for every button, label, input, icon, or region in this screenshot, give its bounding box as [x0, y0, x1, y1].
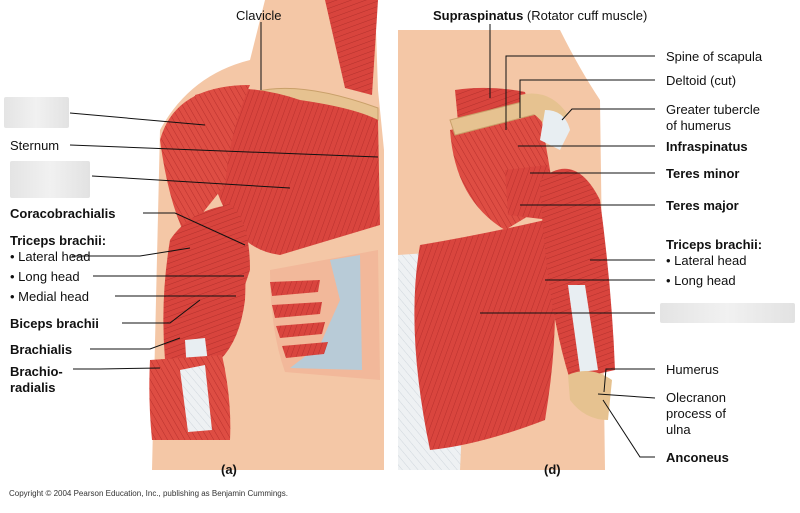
label-biceps: Biceps brachii	[10, 316, 99, 331]
label-spine-scapula: Spine of scapula	[666, 49, 763, 64]
label-teres-major: Teres major	[666, 198, 739, 213]
leader-sternum	[69, 144, 379, 158]
hidden-label-mask-2[interactable]	[10, 161, 90, 198]
label-lateral-head-right: • Lateral head	[666, 253, 747, 268]
leader-biceps	[122, 299, 201, 324]
serratus-bands	[270, 280, 328, 358]
label-teres-minor: Teres minor	[666, 166, 740, 181]
forearm-fascia	[180, 365, 212, 432]
label-anconeus: Anconeus	[666, 450, 729, 465]
panel-label-anterior: (a)	[221, 462, 237, 477]
label-olecranon-1: Olecranon	[666, 390, 726, 405]
label-brachialis: Brachialis	[10, 342, 73, 357]
leader-anconeus	[602, 399, 655, 458]
panel-label-posterior: (d)	[544, 462, 561, 477]
leader-pec-upper	[69, 112, 206, 126]
label-greater-tubercle-2: of humerus	[666, 118, 732, 133]
label-triceps-left: Triceps brachii:	[10, 233, 107, 248]
label-supraspinatus: Supraspinatus	[433, 8, 524, 23]
label-supraspinatus-note: (Rotator cuff muscle)	[523, 8, 648, 23]
arm-upper	[163, 205, 246, 360]
hidden-label-mask-3[interactable]	[660, 303, 795, 323]
copyright-notice: Copyright © 2004 Pearson Education, Inc.…	[9, 489, 288, 498]
label-medial-head: • Medial head	[10, 289, 89, 304]
label-long-head-right: • Long head	[666, 273, 736, 288]
posterior-view	[398, 30, 615, 470]
leader-pec-lower	[91, 175, 291, 189]
leader-lines	[69, 22, 656, 458]
leader-brachialis	[90, 337, 181, 350]
pectoralis-major	[195, 88, 380, 255]
label-brachioradialis-1: Brachio-	[10, 364, 63, 379]
leader-olecranon	[597, 393, 656, 399]
label-supraspinatus-group: Supraspinatus (Rotator cuff muscle)	[433, 8, 647, 23]
leader-spine-scapula	[505, 55, 655, 130]
costal-cartilage	[290, 255, 362, 370]
latissimus-dorsi	[414, 220, 555, 450]
leader-tubercle	[561, 108, 655, 121]
neck-muscle	[325, 0, 378, 95]
leader-coracobrachialis	[143, 212, 246, 246]
triceps-tendon	[568, 285, 598, 372]
label-humerus: Humerus	[666, 362, 719, 377]
leader-deltoid	[519, 79, 655, 118]
hidden-label-mask-1[interactable]	[4, 97, 69, 128]
label-sternum: Sternum	[10, 138, 60, 153]
leader-lateral-head	[72, 247, 191, 257]
teres-muscles	[505, 165, 550, 220]
anterior-view	[149, 0, 384, 470]
label-triceps-right: Triceps brachii:	[666, 237, 763, 252]
label-lateral-head-left: • Lateral head	[10, 249, 91, 264]
label-greater-tubercle-1: Greater tubercle	[666, 102, 760, 117]
label-olecranon-3: ulna	[666, 422, 691, 437]
leader-brachioradialis	[73, 367, 161, 370]
leader-humerus	[603, 368, 655, 393]
label-olecranon-2: process of	[666, 406, 726, 421]
label-brachioradialis-2: radialis	[10, 380, 56, 395]
arm-posterior	[540, 168, 615, 380]
olecranon	[568, 371, 612, 420]
label-long-head-left: • Long head	[10, 269, 80, 284]
label-infraspinatus: Infraspinatus	[666, 139, 748, 154]
label-deltoid-cut: Deltoid (cut)	[666, 73, 737, 88]
label-clavicle: Clavicle	[236, 8, 282, 23]
label-coracobrachialis: Coracobrachialis	[10, 206, 116, 221]
